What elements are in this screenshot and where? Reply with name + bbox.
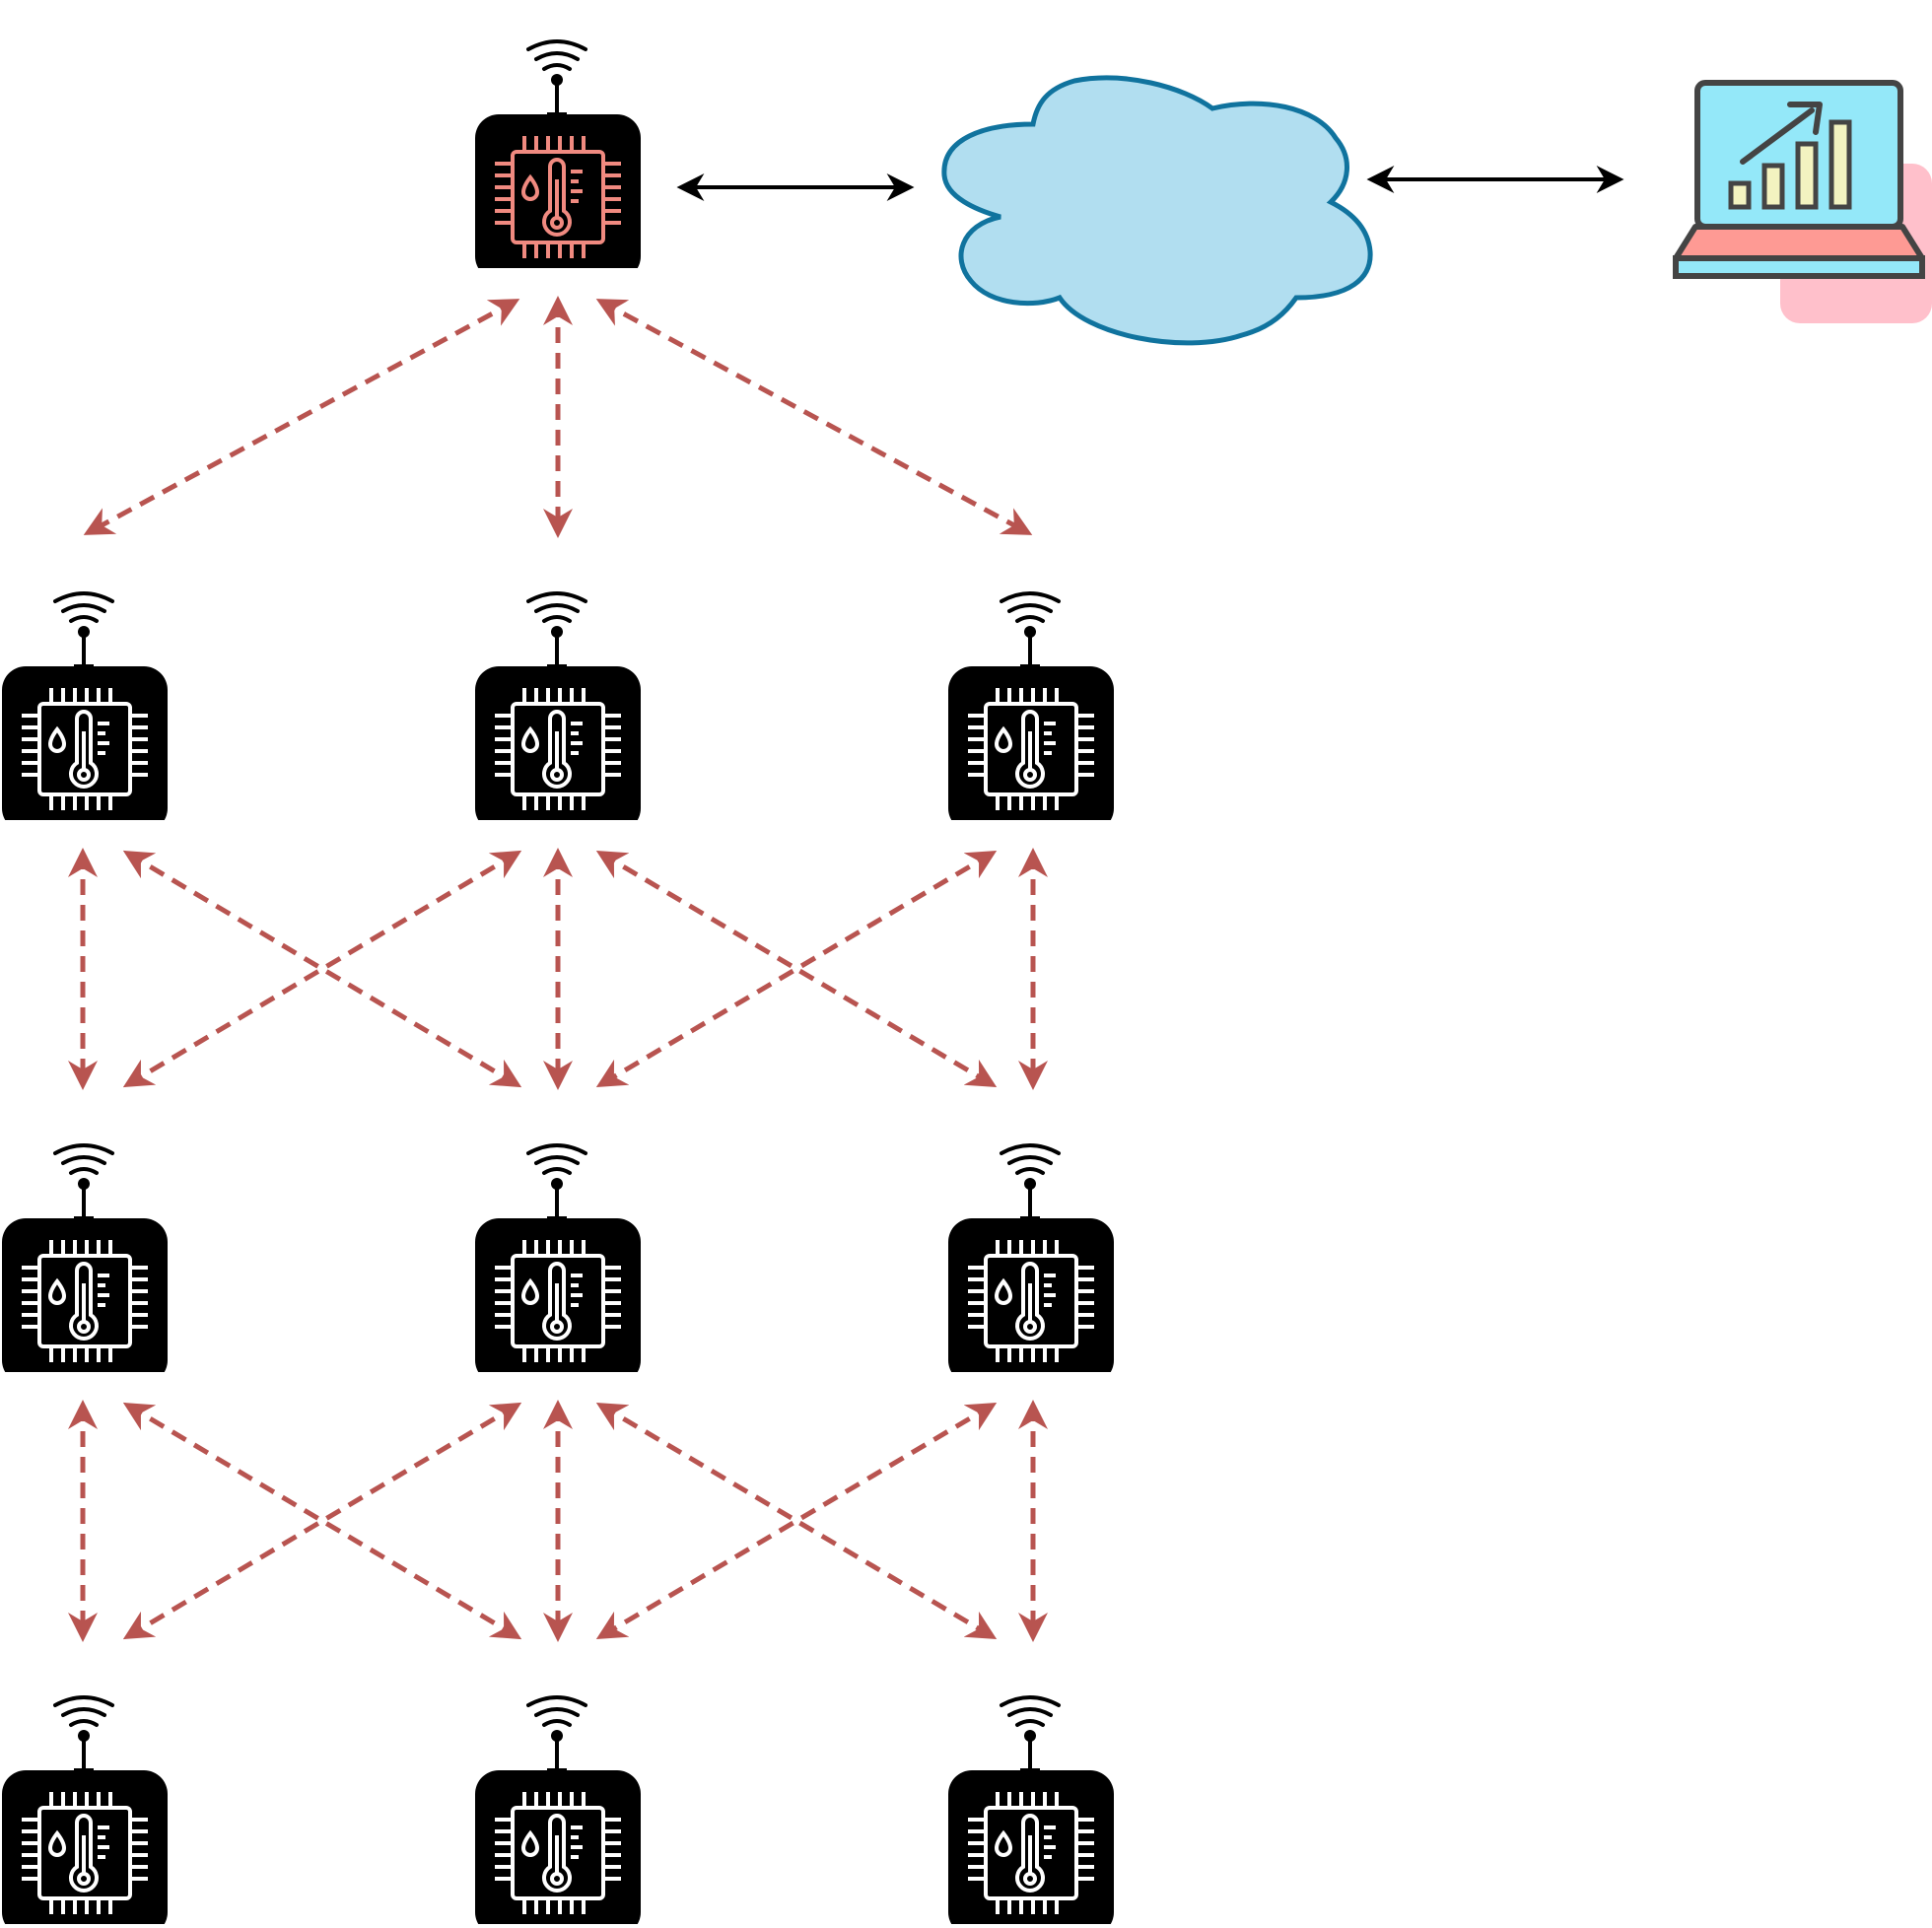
cloud-icon	[941, 75, 1373, 346]
sensor-node-r3-c3	[948, 1697, 1114, 1928]
sensor-node-r3-c2	[475, 1697, 641, 1928]
sensor-node-r2-c2	[475, 1145, 641, 1384]
sensor-node-r1-c3	[948, 593, 1114, 832]
mesh-links	[68, 296, 1048, 1642]
laptop-analytics-icon	[1673, 80, 1932, 323]
sensor-node-r3-c1	[2, 1697, 168, 1928]
gateway-sensor-icon	[475, 41, 641, 280]
sensor-node-r2-c3	[948, 1145, 1114, 1384]
sensor-node-r2-c1	[2, 1145, 168, 1384]
sensor-node-r1-c1	[2, 593, 168, 832]
sensor-node-r1-c2	[475, 593, 641, 832]
